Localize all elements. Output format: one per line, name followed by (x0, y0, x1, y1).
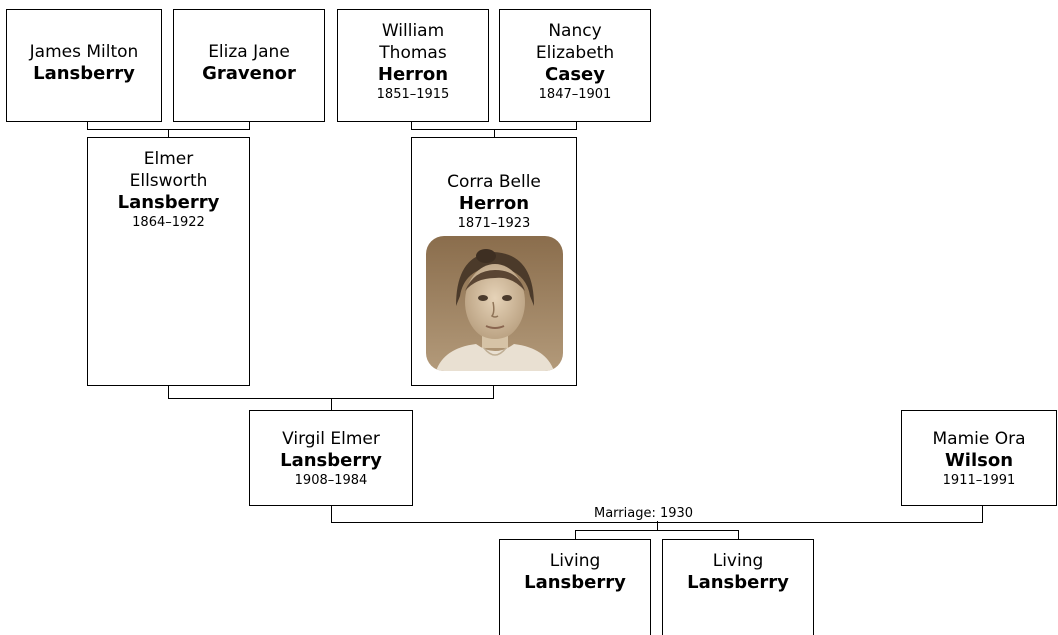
surname: Wilson (944, 450, 1014, 471)
life-dates: 1851–1915 (376, 87, 450, 102)
connector-line (87, 121, 88, 130)
surname: Herron (458, 193, 530, 214)
connector-line (168, 385, 169, 399)
surname: Herron (377, 64, 449, 85)
given-name: Living (549, 551, 601, 571)
given-name: James Milton (29, 42, 139, 62)
portrait-photo[interactable] (425, 236, 563, 371)
given-name: Corra Belle (447, 172, 541, 192)
surname: Lansberry (687, 572, 789, 593)
given-name: Eliza Jane (208, 42, 290, 62)
given-name: Elmer Ellsworth (129, 149, 208, 191)
given-name: Nancy Elizabeth (535, 21, 615, 63)
life-dates: 1908–1984 (294, 473, 368, 488)
portrait-image (425, 236, 563, 371)
person-elmer-lansberry[interactable]: Elmer Ellsworth Lansberry 1864–1922 (87, 137, 250, 386)
connector-line (575, 530, 576, 540)
connector-line (411, 121, 412, 130)
connector-line (576, 121, 577, 130)
connector-line (331, 505, 332, 523)
connector-line (657, 513, 658, 531)
marriage-label: Marriage: 1930 (592, 506, 696, 521)
connector-line (575, 530, 739, 531)
connector-line (331, 398, 332, 411)
person-corra-herron[interactable]: Corra Belle Herron 1871–1923 (411, 137, 577, 386)
person-nancy-casey[interactable]: Nancy Elizabeth Casey 1847–1901 (499, 9, 651, 122)
surname: Lansberry (33, 63, 135, 84)
life-dates: 1847–1901 (538, 87, 612, 102)
given-name: Virgil Elmer (282, 429, 380, 449)
given-name: Living (712, 551, 764, 571)
given-name: Mamie Ora (932, 429, 1026, 449)
surname: Lansberry (524, 572, 626, 593)
person-james-lansberry[interactable]: James Milton Lansberry (6, 9, 162, 122)
connector-line (738, 530, 739, 540)
person-mamie-wilson[interactable]: Mamie Ora Wilson 1911–1991 (901, 410, 1057, 506)
person-living-lansberry-2[interactable]: Living Lansberry (662, 539, 814, 635)
connector-line (494, 129, 495, 138)
surname: Lansberry (280, 450, 382, 471)
person-living-lansberry-1[interactable]: Living Lansberry (499, 539, 651, 635)
life-dates: 1864–1922 (132, 215, 205, 230)
connector-line (249, 121, 250, 130)
surname: Casey (544, 64, 605, 85)
person-william-herron[interactable]: William Thomas Herron 1851–1915 (337, 9, 489, 122)
surname: Gravenor (202, 63, 296, 84)
connector-line (493, 385, 494, 399)
person-virgil-lansberry[interactable]: Virgil Elmer Lansberry 1908–1984 (249, 410, 413, 506)
connector-line (168, 129, 169, 138)
person-eliza-gravenor[interactable]: Eliza Jane Gravenor (173, 9, 325, 122)
given-name: William Thomas (379, 21, 447, 63)
life-dates: 1871–1923 (457, 216, 531, 231)
life-dates: 1911–1991 (942, 473, 1016, 488)
surname: Lansberry (117, 192, 220, 213)
connector-line (982, 505, 983, 523)
